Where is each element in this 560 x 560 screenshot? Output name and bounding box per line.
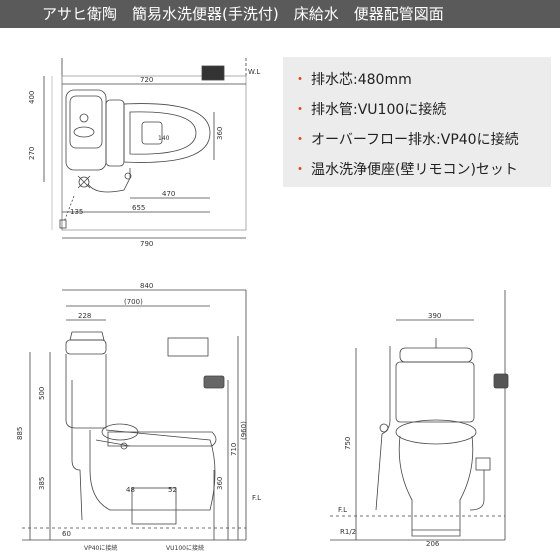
side-dim-700: (700) xyxy=(124,298,143,306)
page-title: アサヒ衛陶 簡易水洗便器(手洗付) 床給水 便器配管図面 xyxy=(0,0,560,28)
front-dim-390: 390 xyxy=(428,312,441,320)
side-dim-60: 60 xyxy=(62,530,71,538)
front-dim-206: 206 xyxy=(426,540,440,548)
svg-text:140: 140 xyxy=(158,135,170,142)
spec-item: ・排水芯:480mm xyxy=(293,72,412,88)
spec-item: ・排水管:VU100に接続 xyxy=(293,102,447,118)
top-dim-270: 270 xyxy=(28,147,36,160)
side-dim-840: 840 xyxy=(140,282,153,290)
side-vp40-label: VP40に接続 xyxy=(84,544,117,552)
front-fl-label: F.L xyxy=(338,506,347,514)
top-dim-790: 790 xyxy=(140,240,153,248)
front-view xyxy=(330,290,509,541)
front-dim-750: 750 xyxy=(344,437,352,450)
top-dim-470: 470 xyxy=(162,190,175,198)
side-dim-710: 710 xyxy=(230,443,238,456)
top-dim-135: 135 xyxy=(70,208,83,216)
top-dim-720: 720 xyxy=(140,76,153,84)
front-r12-label: R1/2 xyxy=(340,528,356,536)
spec-item: ・温水洗浄便座(壁リモコン)セット xyxy=(293,162,518,178)
side-dim-360: 360 xyxy=(216,477,224,490)
spec-box: ・排水芯:480mm ・排水管:VU100に接続 ・オーバーフロー排水:VP40… xyxy=(283,57,551,187)
side-dim-500: 500 xyxy=(38,387,46,400)
side-dim-385: 385 xyxy=(38,477,46,490)
side-vu100-label: VU100に接続 xyxy=(166,544,204,552)
top-dim-360: 360 xyxy=(216,127,224,140)
side-fl-label: F.L xyxy=(252,494,261,502)
top-dim-655: 655 xyxy=(132,204,145,212)
side-dim-52: 52 xyxy=(168,486,177,494)
side-dim-960: (960) xyxy=(240,421,248,440)
side-view xyxy=(22,289,247,541)
side-dim-228: 228 xyxy=(78,312,91,320)
top-wl-label: W.L xyxy=(248,68,260,76)
side-dim-48: 48 xyxy=(126,486,135,494)
spec-item: ・オーバーフロー排水:VP40に接続 xyxy=(293,132,519,148)
top-view: 140 xyxy=(43,58,247,239)
top-dim-400: 400 xyxy=(28,91,36,104)
side-dim-885: 885 xyxy=(16,427,24,440)
